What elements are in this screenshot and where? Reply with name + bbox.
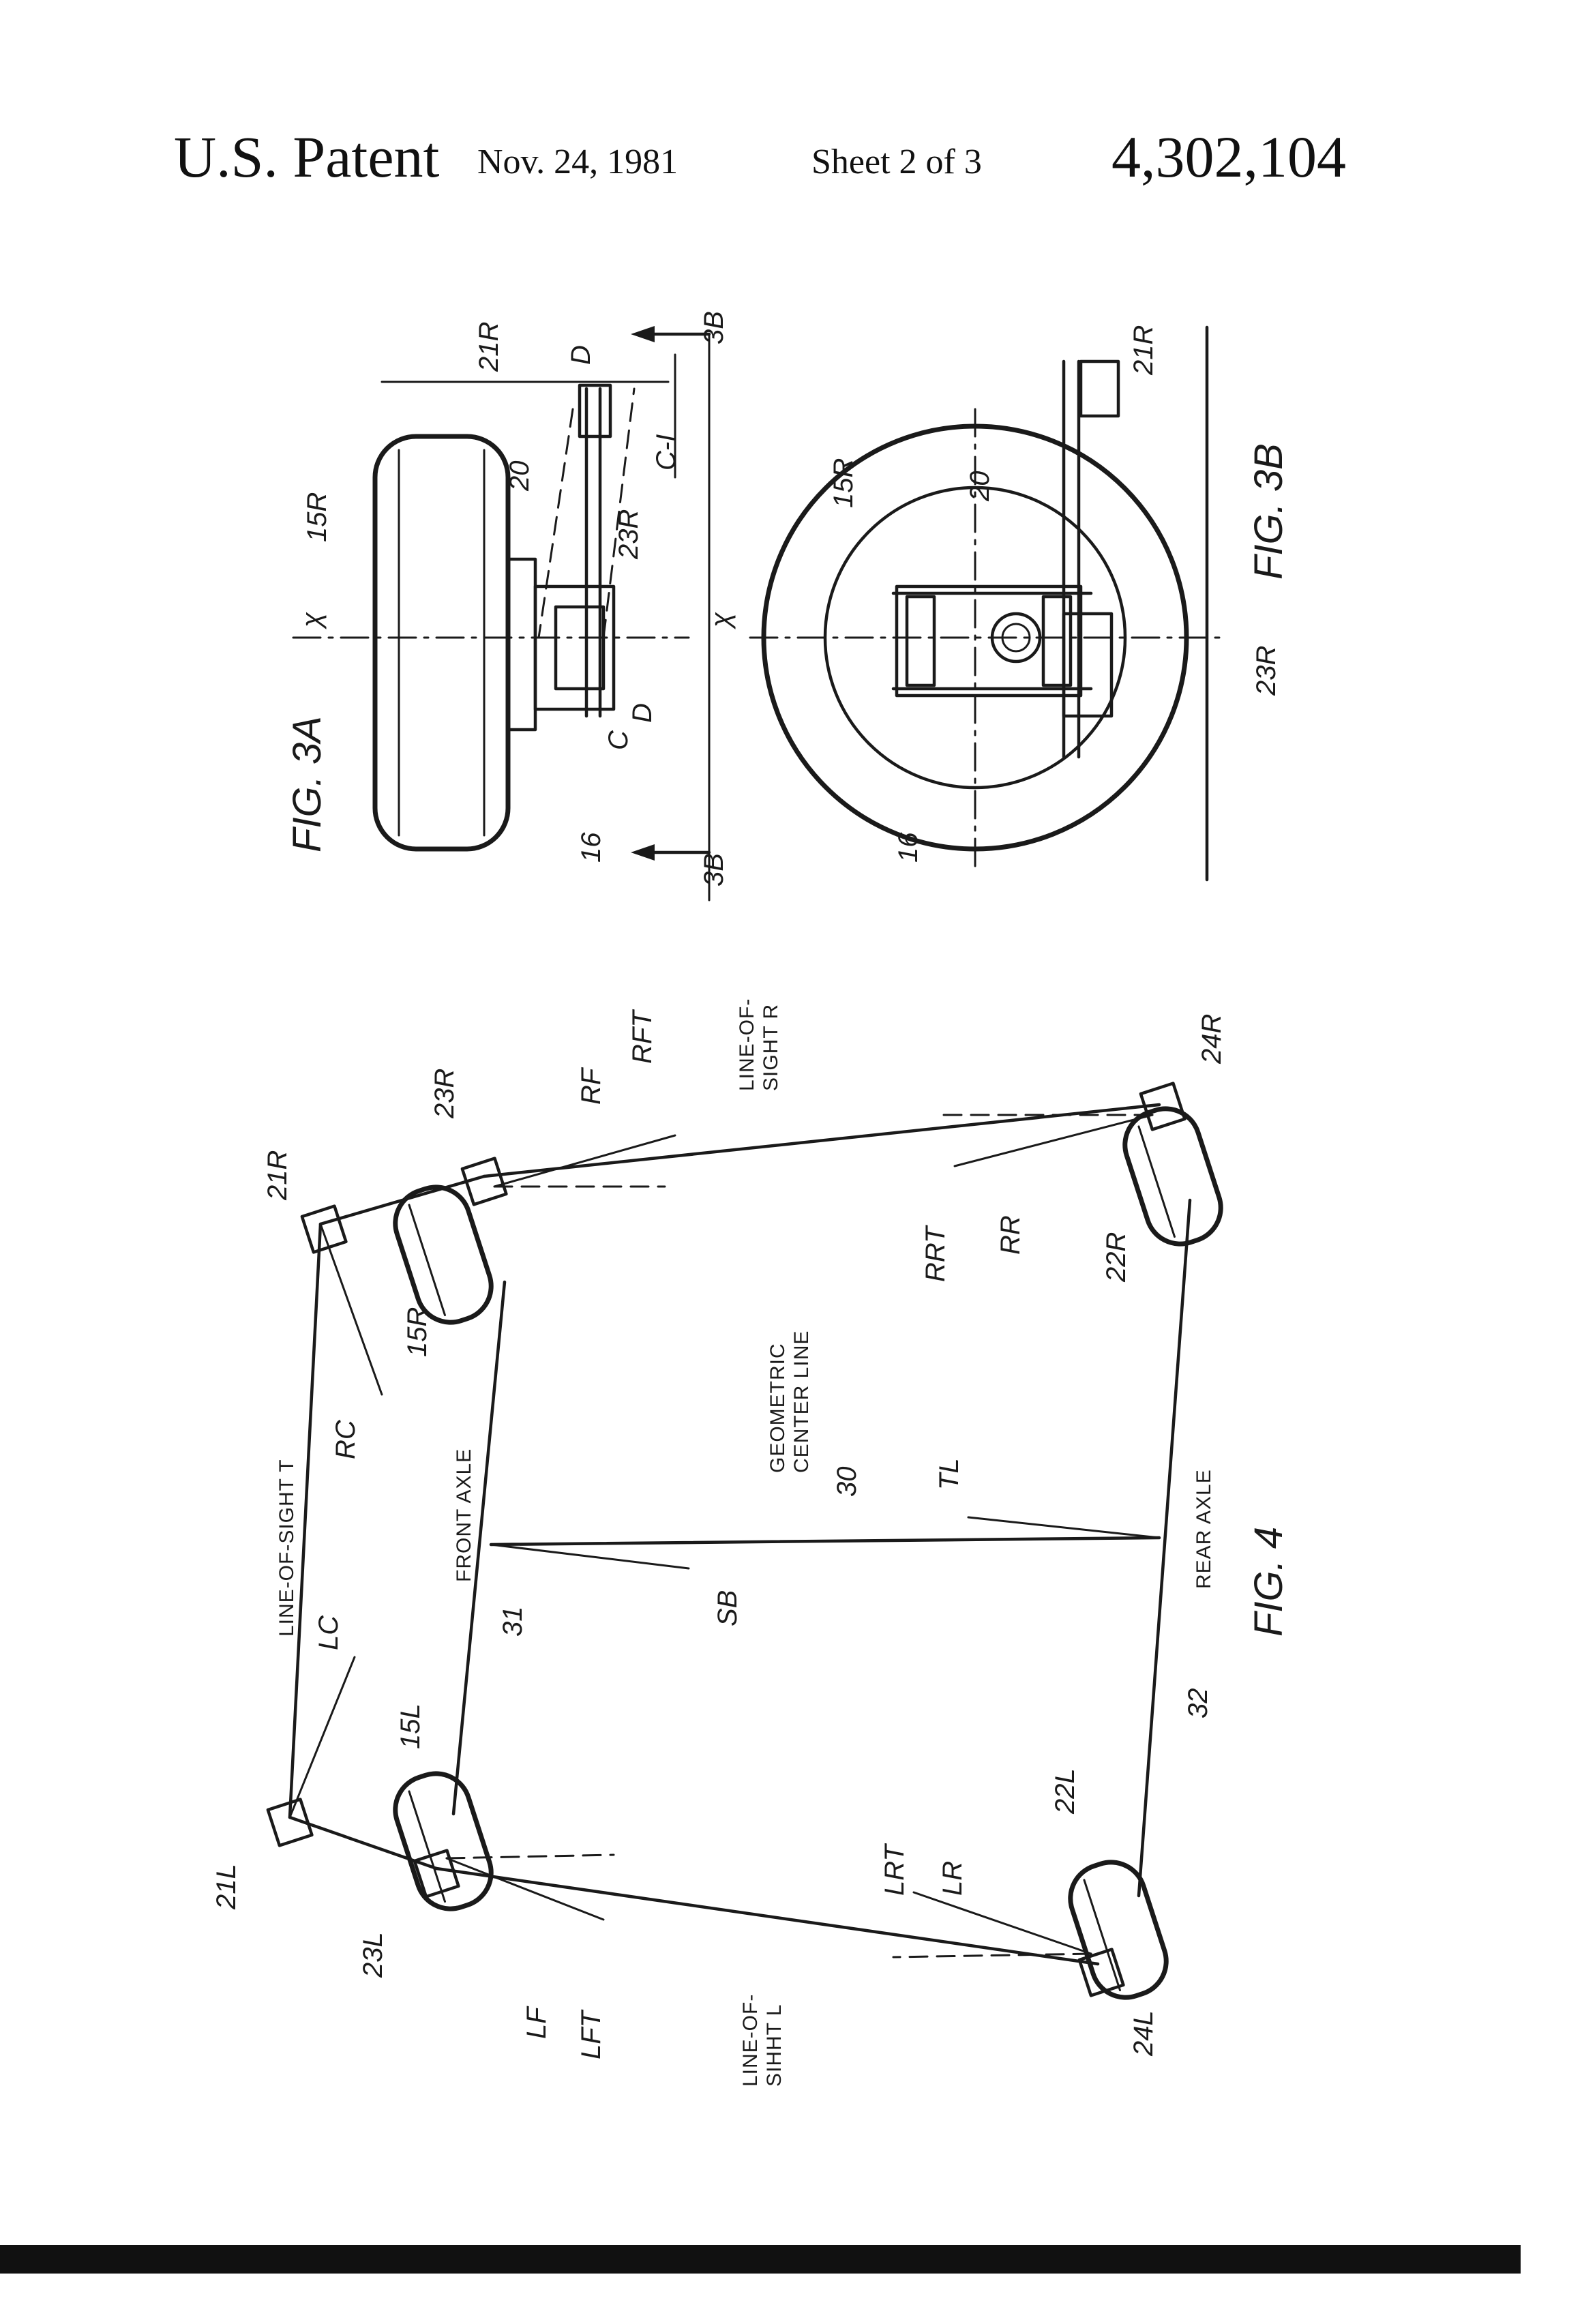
fig4-center-line [491,1538,1159,1545]
fig4-label-lr: LR [938,1861,968,1896]
fig3a-label-16: 16 [576,832,606,863]
fig4-label-22l: 22L [1050,1768,1080,1815]
fig4-label-lc: LC [314,1615,344,1650]
fig4-label-rf: RF [576,1067,606,1105]
fig4-label-sb: SB [713,1590,743,1626]
fig4-label-rft: RFT [627,1009,657,1064]
fig4-text-geometric-1: GEOMETRIC [766,1343,789,1473]
fig3a-label-c: C [603,730,633,750]
fig4-wheel-22l [1062,1853,1175,2006]
fig4-label-24r: 24R [1197,1014,1227,1064]
fig3a-label-15r: 15R [302,492,332,542]
fig3a: 15R 20 21R 23R 16 C C-I D D χ χ 3B 3B FI… [285,311,736,900]
fig3a-label-20: 20 [505,461,535,492]
fig4-text-line-of-sight-l-1: LINE-OF- [739,1994,762,2087]
fig4: LINE-OF-SIGHT T LINE-OF- SIGHT R LINE-OF… [211,998,1291,2087]
fig4-label-21r: 21R [263,1150,293,1201]
fig4-label-23l: 23L [358,1932,388,1978]
fig4-label-30: 30 [832,1467,862,1498]
fig3a-label-21r: 21R [474,322,504,372]
fig4-text-line-of-sight-t: LINE-OF-SIGHT T [275,1459,298,1637]
fig3a-label-3b-top: 3B [699,311,729,344]
fig4-label-15r: 15R [402,1307,432,1357]
fig4-label-rr: RR [996,1215,1026,1255]
fig3a-label-d-bottom: D [627,703,657,723]
fig4-label-21l: 21L [211,1864,241,1910]
fig3b-clamp [897,586,1081,696]
fig3a-label-3b-bottom: 3B [699,853,729,887]
fig4-instrument-21r [302,1206,346,1253]
fig3a-label-x-top: χ [297,612,327,629]
fig4-label-24l: 24L [1129,2010,1159,2057]
fig4-rear-axle [1139,1200,1190,1896]
fig4-label-23r: 23R [430,1069,460,1119]
fig3b-label-15r: 15R [829,458,859,508]
fig4-label-32: 32 [1183,1688,1213,1719]
fig4-text-line-of-sight-r-1: LINE-OF- [736,998,758,1091]
fig4-label-rrt: RRT [921,1225,951,1282]
fig3a-hub [508,559,535,730]
fig3b-label-20: 20 [965,471,995,503]
fig3a-caption: FIG. 3A [285,716,329,852]
fig4-text-rear-axle: REAR AXLE [1193,1469,1215,1589]
fig4-label-15l: 15L [395,1703,426,1749]
fig4-text-line-of-sight-r-2: SIGHT R [760,1004,782,1091]
fig4-label-rc: RC [331,1419,361,1459]
fig3a-tire [375,436,508,849]
fig4-label-lrt: LRT [880,1843,910,1896]
fig4-line-of-sight-l [436,1868,1098,1964]
fig4-label-lf: LF [522,2006,552,2039]
fig4-text-front-axle: FRONT AXLE [453,1448,475,1582]
fig4-label-lft: LFT [576,2009,606,2059]
fig3a-label-23r: 23R [614,509,644,560]
fig4-caption: FIG. 4 [1247,1527,1291,1637]
fig3b-caption: FIG. 3B [1247,443,1291,580]
fig4-label-31: 31 [498,1607,528,1637]
fig3b-label-23r: 23R [1251,646,1281,696]
fig3a-label-d-top: D [566,345,596,365]
fig4-wheel-15l [387,1765,500,1918]
fig3b-instrument-21r [1081,361,1118,416]
fig3b: 15R 20 21R 23R 16 FIG. 3B [750,325,1291,880]
fig3b-label-21r: 21R [1129,325,1159,376]
bottom-border-bar [0,2245,1521,2274]
fig3a-instrument-21r [580,385,610,436]
fig4-label-tl: TL [934,1458,964,1490]
fig4-label-22r: 22R [1101,1232,1131,1283]
fig3b-label-16: 16 [893,832,923,863]
fig3a-label-c1: C-I [651,434,681,471]
fig3a-label-x-bottom: χ [706,612,736,629]
fig4-text-line-of-sight-l-2: SIHHT L [763,2004,786,2087]
fig4-text-geometric-2: CENTER LINE [790,1330,813,1473]
